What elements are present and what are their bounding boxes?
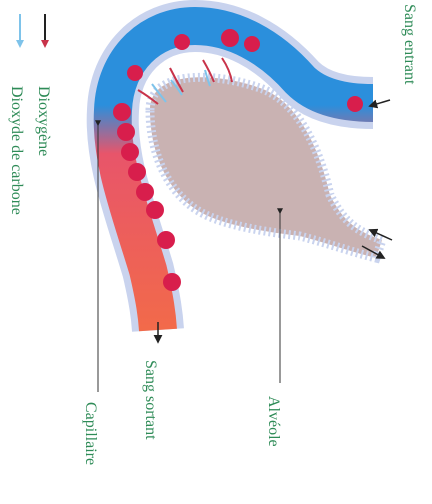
red-blood-cell [163, 273, 181, 291]
red-blood-cell [157, 231, 175, 249]
red-blood-cell [136, 183, 154, 201]
red-blood-cell [113, 103, 131, 121]
red-blood-cell [117, 123, 135, 141]
red-blood-cell [121, 143, 139, 161]
label-capillaire: Capillaire [82, 402, 99, 465]
o2-legend-arrow [41, 14, 49, 48]
legend: Dioxygène Dioxyde de carbone [8, 14, 52, 215]
red-blood-cell [347, 96, 363, 112]
legend-dioxyde-de-carbone: Dioxyde de carbone [8, 86, 25, 215]
red-blood-cell [174, 34, 190, 50]
label-sang-sortant: Sang sortant [142, 360, 159, 440]
red-blood-cell [127, 65, 143, 81]
red-blood-cell [146, 201, 164, 219]
label-alveole: Alvéole [265, 396, 282, 447]
co2-legend-arrow [16, 14, 24, 48]
down-arrow-blue-icon [16, 40, 24, 48]
label-sang-entrant: Sang entrant [401, 4, 418, 85]
down-arrow-red-icon [41, 40, 49, 48]
legend-dioxygene: Dioxygène [35, 86, 52, 156]
red-blood-cell [244, 36, 260, 52]
red-blood-cell [221, 29, 239, 47]
red-blood-cell [128, 163, 146, 181]
